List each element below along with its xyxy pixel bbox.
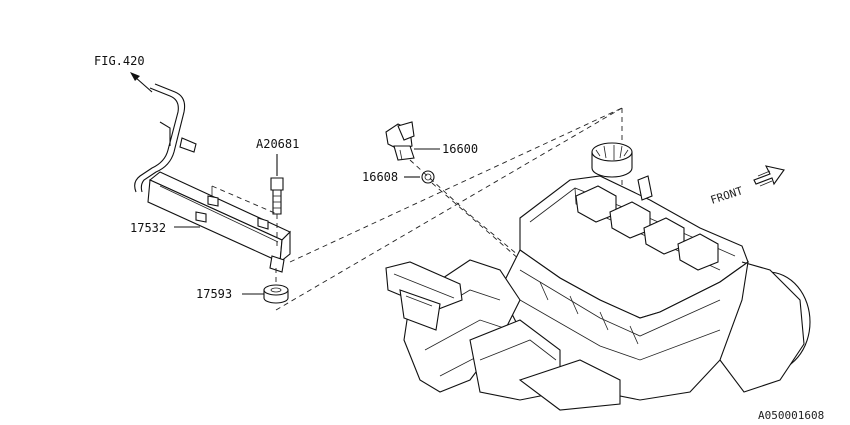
insulator [263,284,289,304]
bolt-label: A20681 [256,137,299,151]
rail-dash-line [211,185,278,215]
seal-label: 16608 [362,170,398,184]
engine-assembly [385,142,811,411]
front-label: FRONT [709,184,745,207]
engine-dash-line-upper [289,107,623,263]
engine-dash-line-lower [275,107,623,311]
injector-dash-line-a [409,159,561,291]
fuel-pipe [134,83,197,193]
fuel-rail-label: 17532 [130,221,166,235]
fuel-rail [147,171,291,273]
bolt [270,177,284,215]
injector-label: 16600 [442,142,478,156]
insulator-label: 17593 [196,287,232,301]
fig-ref-label: FIG.420 [94,54,145,68]
front-direction-arrow [753,165,785,187]
diagram-id: A050001608 [758,409,824,422]
fig-ref-arrow [130,72,153,93]
fuel-injector [385,121,415,161]
